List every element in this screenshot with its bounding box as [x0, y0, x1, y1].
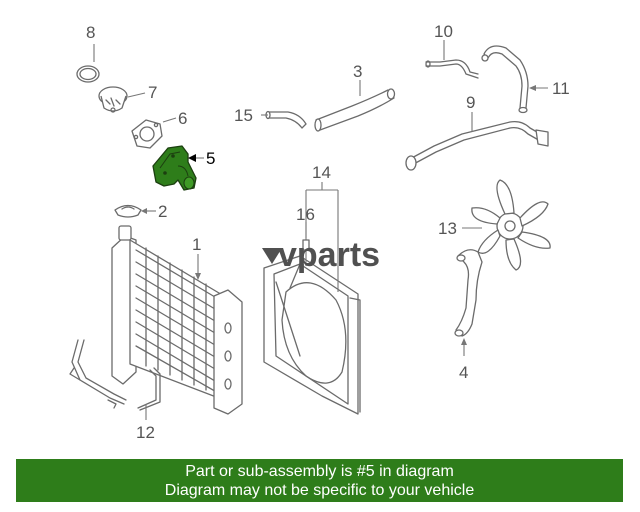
part-16-shroud-clip[interactable]	[302, 239, 310, 251]
callout-6[interactable]: 6	[178, 109, 187, 128]
callout-4[interactable]: 4	[459, 363, 468, 382]
leader-2-arrowhead	[141, 208, 147, 214]
leader-11-arrowhead	[529, 85, 536, 91]
part-4-lower-hose[interactable]	[454, 249, 483, 337]
leader-1-arrowhead	[195, 273, 201, 280]
leader-5-arrowhead	[188, 154, 196, 162]
part-8-gasket-ring[interactable]	[76, 65, 100, 83]
part-2-radiator-cap[interactable]	[114, 204, 142, 218]
callout-15[interactable]: 15	[234, 106, 253, 125]
part-14-fan-shroud[interactable]	[263, 255, 361, 415]
banner-line-1: Part or sub-assembly is #5 in diagram	[185, 462, 454, 480]
watermark-logo-icon	[262, 248, 282, 264]
vparts-watermark: vparts	[262, 236, 380, 274]
banner-line-2: Diagram may not be specific to your vehi…	[164, 481, 475, 499]
callout-7[interactable]: 7	[148, 83, 157, 102]
part-7-thermostat[interactable]	[98, 86, 128, 113]
callout-1[interactable]: 1	[192, 235, 201, 254]
part-notice-banner: Part or sub-assembly is #5 in diagram Di…	[16, 459, 623, 502]
callout-11[interactable]: 11	[552, 79, 570, 98]
part-1-radiator[interactable]	[111, 225, 243, 415]
watermark-text: vparts	[278, 236, 380, 274]
callout-16[interactable]: 16	[296, 205, 315, 224]
callout-12[interactable]: 12	[136, 423, 155, 442]
leader-6	[162, 117, 177, 123]
part-9-water-pipe[interactable]	[405, 120, 549, 171]
callout-8[interactable]: 8	[86, 23, 95, 42]
part-6-housing-gasket[interactable]	[131, 119, 163, 149]
leader-7	[127, 92, 146, 98]
part-5-water-outlet-highlighted[interactable]	[152, 145, 197, 191]
part-10-heater-pipe[interactable]	[425, 59, 479, 79]
part-3-upper-hose[interactable]	[314, 88, 396, 132]
callout-9[interactable]: 9	[466, 93, 475, 112]
part-11-heater-hose[interactable]	[481, 45, 529, 114]
callout-14[interactable]: 14	[312, 163, 331, 182]
callout-13[interactable]: 13	[438, 219, 457, 238]
callout-5[interactable]: 5	[206, 149, 215, 168]
callout-3[interactable]: 3	[353, 62, 362, 81]
part-15-bypass-hose[interactable]	[265, 110, 307, 129]
callout-10[interactable]: 10	[434, 22, 453, 41]
part-12-radiator-supports[interactable]	[69, 339, 161, 411]
leader-4-arrowhead	[461, 338, 467, 345]
callout-2[interactable]: 2	[158, 202, 167, 221]
part-13-cooling-fan[interactable]	[471, 179, 551, 271]
